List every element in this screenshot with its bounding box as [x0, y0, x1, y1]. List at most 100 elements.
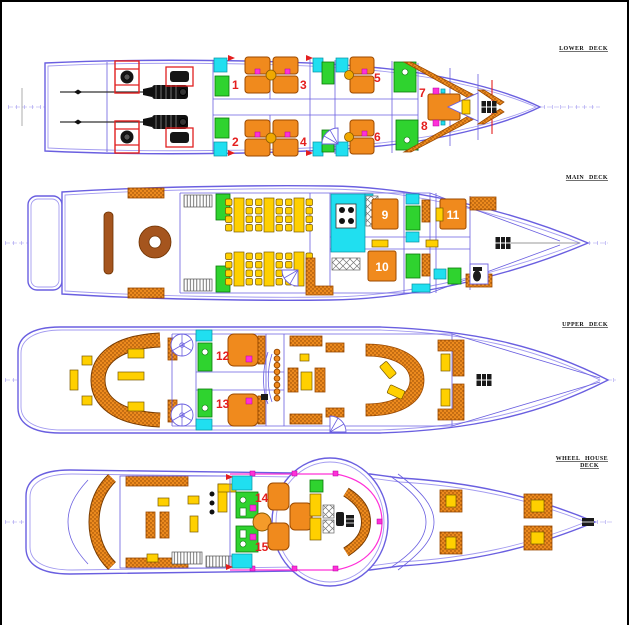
wheelhouse-deck-label-1: WHEEL HOUSE [556, 456, 608, 462]
bath [195, 329, 213, 342]
bed [244, 138, 271, 157]
bench [325, 342, 345, 353]
cabin-number-1: 1 [232, 78, 239, 92]
wardrobe [405, 205, 421, 231]
aft-bench [127, 187, 165, 199]
table [81, 355, 93, 366]
cabin-number-5: 5 [374, 71, 381, 85]
d-sofa [365, 343, 425, 417]
aft-bench [127, 287, 165, 299]
main-bow [465, 196, 580, 288]
frame-top [0, 0, 629, 2]
main-deck-label: MAIN DECK [566, 175, 608, 181]
cabin-number-7: 7 [419, 86, 426, 100]
bath [231, 475, 253, 491]
wheelhouse-forward-deck [389, 473, 594, 571]
fixture [239, 540, 247, 548]
stool [209, 500, 215, 506]
cabin-number-14: 14 [255, 491, 269, 505]
c-bench [91, 333, 161, 427]
burner [339, 207, 345, 213]
table [69, 369, 79, 391]
bench [287, 367, 299, 393]
settee [289, 502, 313, 531]
cabinet [421, 253, 431, 277]
frame-left [0, 0, 2, 625]
helm-instruments [346, 515, 354, 527]
bath [405, 193, 420, 205]
pillow [361, 130, 368, 137]
headboard [257, 335, 266, 365]
bar-stool [273, 394, 281, 402]
table [300, 371, 313, 391]
cabin-number-12: 12 [216, 349, 230, 363]
chair [386, 384, 406, 400]
table [344, 132, 354, 142]
locker [461, 99, 471, 115]
sun-pad [523, 525, 553, 551]
side-table [371, 239, 389, 248]
table [127, 401, 145, 412]
stairway [171, 551, 203, 565]
bench [314, 367, 326, 393]
bar-stool [273, 368, 281, 376]
cabin-number-8: 8 [421, 119, 428, 133]
cushion [530, 531, 545, 545]
wardrobe [214, 117, 230, 139]
gen-block [170, 71, 189, 82]
bow-locker [469, 196, 497, 211]
locker [322, 519, 335, 534]
marker [249, 565, 256, 572]
door-arrow [226, 564, 233, 570]
bed [272, 75, 299, 94]
cushion [530, 499, 545, 513]
bathroom [213, 57, 228, 73]
corner-sofa [437, 383, 465, 421]
fixture [239, 496, 247, 504]
wardrobe [321, 61, 335, 85]
helm-console [343, 488, 371, 556]
spiral-stair [170, 333, 194, 357]
bar-stool [273, 375, 281, 382]
cabin-14-bed [267, 482, 290, 511]
bed [244, 75, 271, 94]
bar-stool [273, 348, 281, 356]
wardrobe [395, 119, 419, 151]
burner [348, 207, 354, 213]
marker [249, 470, 256, 477]
fixture [201, 348, 209, 356]
table [299, 353, 310, 362]
forepeak-frame [476, 89, 505, 106]
chart-table [309, 493, 322, 517]
bar-stool [273, 388, 281, 395]
table [265, 69, 277, 81]
cabin-number-2: 2 [232, 135, 239, 149]
bathroom [335, 57, 349, 73]
wheelhouse-hull-inner [29, 473, 588, 571]
table [117, 371, 145, 381]
counter [305, 257, 334, 296]
upper-cabins-12-13: 12 13 [195, 329, 266, 431]
round-table-center [148, 235, 162, 249]
door-arrow [306, 150, 313, 156]
main-deck-plan: MAIN DECK [5, 175, 608, 301]
wardrobe [214, 75, 230, 97]
bath [231, 553, 253, 569]
table [440, 388, 451, 407]
bench [159, 511, 170, 539]
table [157, 497, 170, 507]
bench [289, 335, 323, 347]
wheelhouse-deck-plan: WHEEL HOUSE DECK [5, 456, 612, 587]
gen-block [170, 132, 189, 143]
transom-seat [103, 211, 114, 275]
stool [209, 509, 215, 515]
bar-stool [273, 355, 281, 362]
pilothouse-bulge-inner [275, 461, 385, 583]
pillow [432, 119, 440, 127]
fixture [239, 507, 247, 517]
chair [379, 361, 397, 379]
toilet [473, 270, 481, 282]
marker [332, 470, 339, 477]
wc [309, 479, 324, 493]
